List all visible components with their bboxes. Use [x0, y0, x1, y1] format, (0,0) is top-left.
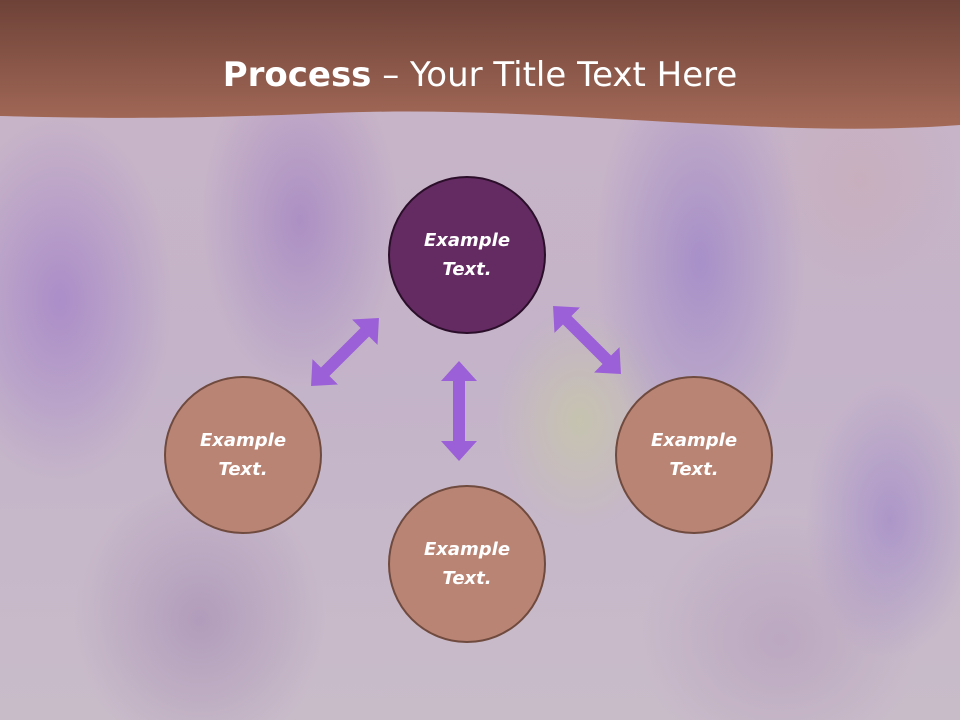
title-rest: – Your Title Text Here — [371, 55, 738, 95]
circle-text: Example Text. — [423, 539, 511, 589]
title-bold: Process — [222, 55, 372, 95]
process-circle-left: Example Text. — [164, 376, 322, 534]
circle-text: Example Text. — [650, 430, 738, 480]
header-band — [0, 0, 960, 129]
arrow-top-left — [311, 318, 379, 386]
arrow-top-right — [553, 306, 621, 374]
process-circle-right: Example Text. — [615, 376, 773, 534]
process-circle-bottom: Example Text. — [388, 485, 546, 643]
circle-text: Example Text. — [199, 430, 287, 480]
process-circle-top: Example Text. — [388, 176, 546, 334]
arrow-vertical — [441, 361, 477, 461]
circle-text: Example Text. — [423, 230, 511, 280]
slide-title: Process – Your Title Text Here — [0, 52, 960, 98]
